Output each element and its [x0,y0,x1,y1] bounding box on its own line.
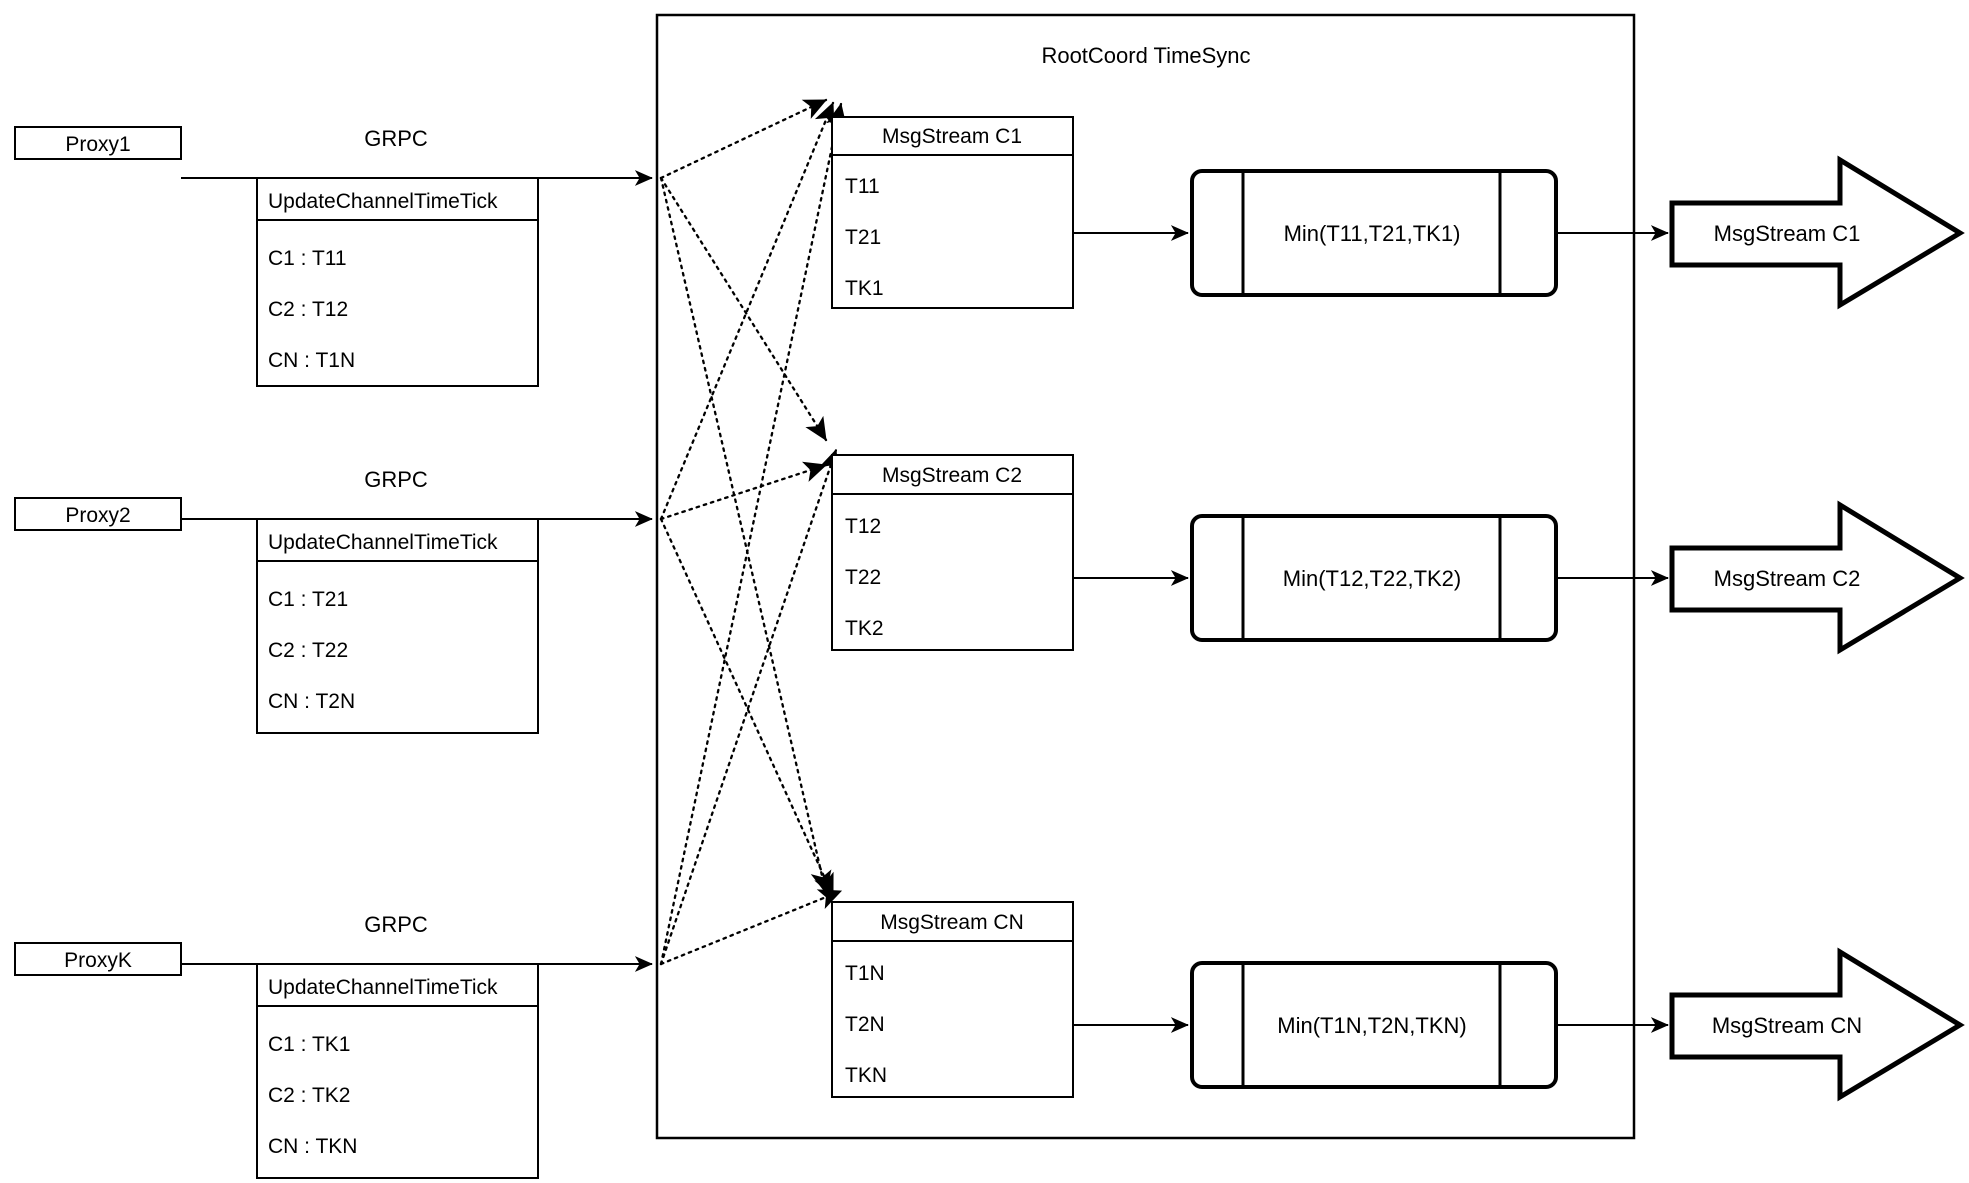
msgstream-row-2-0: T12 [845,515,881,538]
msgstream-row-3-2: TKN [845,1064,887,1087]
dotted-link-p1-c2 [659,176,828,442]
min-process-label-3: Min(T1N,T2N,TKN) [1277,1013,1466,1038]
dotted-link-p3-c1 [659,102,847,966]
min-process-label-1: Min(T11,T21,TK1) [1284,221,1461,246]
uctt-header-2: UpdateChannelTimeTick [268,531,498,554]
msgstream-header-3: MsgStream CN [880,911,1024,934]
msgstream-row-3-0: T1N [845,962,885,985]
grpc-label-2: GRPC [364,467,428,492]
msgstream-row-1-2: TK1 [845,277,884,300]
dotted-link-p2-c1 [659,101,835,521]
uctt-row-1-1: C2 : T12 [268,298,348,321]
msgstream-box-2 [831,454,1074,651]
msgstream-row-2-1: T22 [845,566,881,589]
dotted-link-p1-cn [659,176,832,895]
dotted-link-p2-cn [659,517,835,898]
grpc-label-1: GRPC [364,126,428,151]
output-label-1: MsgStream C1 [1714,221,1861,246]
rootcoord-container [655,13,1636,1140]
update-channel-timetick-box-2 [256,518,539,734]
proxy-box-2[interactable] [14,497,182,531]
uctt-row-2-2: CN : T2N [268,690,355,713]
msgstream-row-3-1: T2N [845,1013,885,1036]
msgstream-box-1 [831,116,1074,309]
proxy-box-3[interactable] [14,942,182,976]
output-label-2: MsgStream C2 [1714,566,1861,591]
rootcoord-title: RootCoord TimeSync [1041,43,1250,68]
dotted-link-p3-c2 [659,448,839,966]
proxy-label-1: Proxy1 [65,133,130,156]
proxy-box-1[interactable] [14,126,182,160]
dotted-link-p2-c2 [659,461,828,521]
msgstream-header-2: MsgStream C2 [882,464,1022,487]
dotted-link-p3-cn [659,889,843,966]
dotted-link-p1-c1 [659,98,828,180]
uctt-row-2-1: C2 : T22 [268,639,348,662]
output-block-arrow-2 [1669,500,1965,655]
uctt-row-3-0: C1 : TK1 [268,1033,350,1056]
proxy-label-3: ProxyK [64,949,132,972]
msgstream-row-2-2: TK2 [845,617,884,640]
uctt-row-1-2: CN : T1N [268,349,355,372]
msgstream-box-3 [831,901,1074,1098]
output-label-3: MsgStream CN [1712,1013,1862,1038]
msgstream-row-1-0: T11 [845,175,880,198]
proxy-label-2: Proxy2 [65,504,130,527]
uctt-header-1: UpdateChannelTimeTick [268,190,498,213]
output-block-arrow-3 [1669,947,1965,1102]
output-block-arrow-1 [1669,155,1965,310]
uctt-header-3: UpdateChannelTimeTick [268,976,498,999]
uctt-row-3-2: CN : TKN [268,1135,357,1158]
update-channel-timetick-box-1 [256,177,539,387]
msgstream-row-1-1: T21 [845,226,881,249]
uctt-row-2-0: C1 : T21 [268,588,348,611]
msgstream-header-1: MsgStream C1 [882,125,1022,148]
uctt-row-1-0: C1 : T11 [268,247,347,270]
min-process-label-2: Min(T12,T22,TK2) [1283,566,1462,591]
uctt-row-3-1: C2 : TK2 [268,1084,350,1107]
grpc-label-3: GRPC [364,912,428,937]
update-channel-timetick-box-3 [256,963,539,1179]
